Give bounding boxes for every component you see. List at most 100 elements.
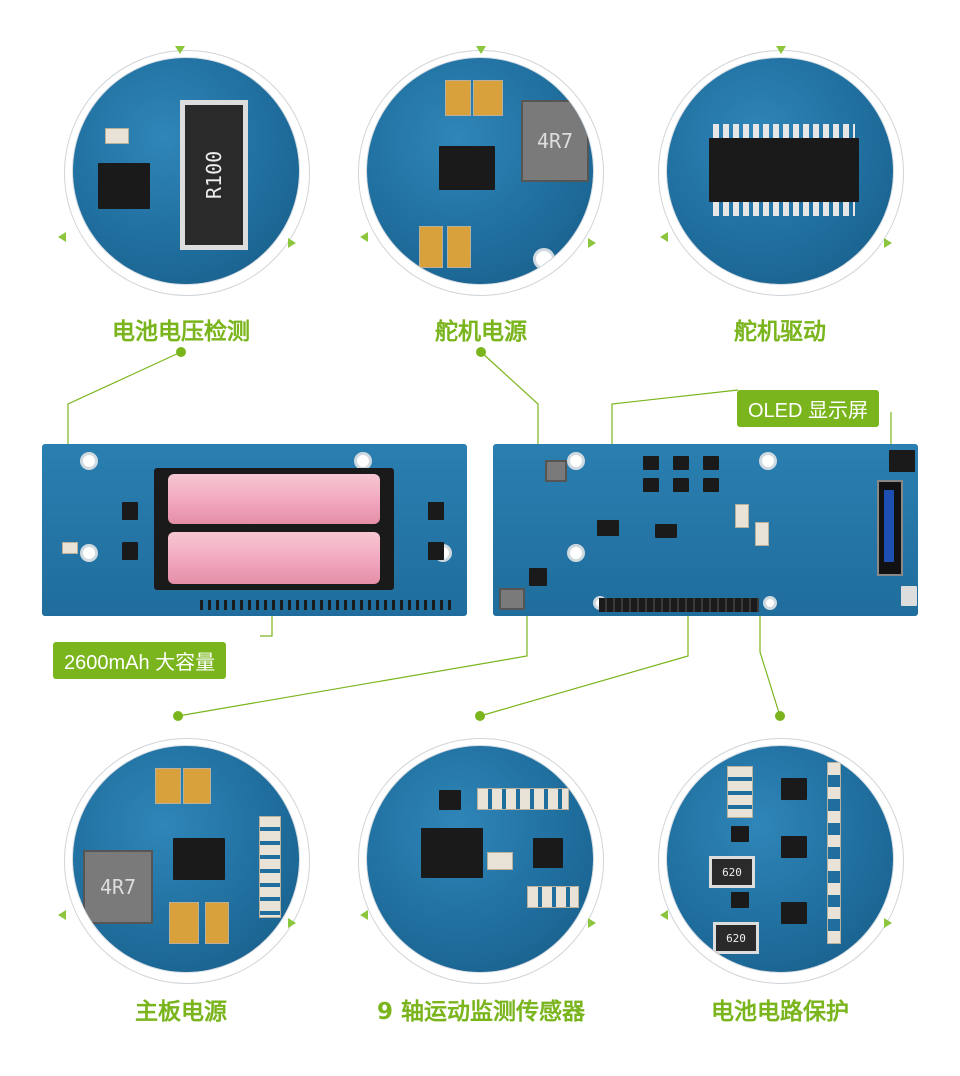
pin-header xyxy=(599,598,759,612)
power-jack xyxy=(889,450,915,472)
ic-chip xyxy=(421,828,483,878)
ic-chip xyxy=(173,838,225,880)
inductor-4r7-top: 4R7 xyxy=(521,100,589,182)
circle-battery-protection: 620 620 xyxy=(667,746,893,972)
triangle-marker xyxy=(288,238,296,248)
mount-hole xyxy=(759,452,777,470)
ic-chip xyxy=(673,456,689,470)
pointer-dot xyxy=(176,347,186,357)
ic-chip xyxy=(98,163,150,209)
inductor-4r7-bottom: 4R7 xyxy=(83,850,153,924)
ic-chip xyxy=(703,456,719,470)
power-switch xyxy=(901,586,917,606)
pin-header xyxy=(200,600,452,610)
badge-oled: OLED 显示屏 xyxy=(737,390,880,427)
label-servo-driver: 舵机驱动 xyxy=(734,319,826,345)
ic-chip xyxy=(731,826,749,842)
triangle-marker xyxy=(175,46,185,54)
board-battery xyxy=(42,444,467,616)
smd-part xyxy=(62,542,78,554)
resistor-620-b: 620 xyxy=(713,922,759,954)
triangle-marker xyxy=(288,918,296,928)
triangle-marker xyxy=(588,918,596,928)
resistor-array xyxy=(477,788,569,810)
ic-protection xyxy=(781,836,807,858)
triangle-marker xyxy=(58,232,66,242)
ic-chip xyxy=(703,478,719,492)
ic-chip xyxy=(731,892,749,908)
ic-chip xyxy=(597,520,619,536)
ring-imu xyxy=(358,738,604,984)
ic-chip xyxy=(643,456,659,470)
battery-cell-2 xyxy=(168,532,380,584)
label-voltage-detect: 电池电压检测 xyxy=(112,319,250,345)
circle-imu-sensor xyxy=(367,746,593,972)
oled-screen xyxy=(877,480,903,576)
resistor-array xyxy=(259,816,281,918)
triangle-marker xyxy=(776,46,786,54)
circle-main-power: 4R7 xyxy=(73,746,299,972)
ic-chip xyxy=(122,502,138,520)
triangle-marker xyxy=(588,238,596,248)
ic-protection xyxy=(781,902,807,924)
ic-chip xyxy=(643,478,659,492)
capacitor xyxy=(419,226,443,268)
ic-chip xyxy=(529,568,547,586)
resistor-column xyxy=(827,762,841,944)
capacitor xyxy=(169,902,199,944)
label-main-power: 主板电源 xyxy=(135,999,227,1025)
capacitor xyxy=(447,226,471,268)
mount-hole xyxy=(80,452,98,470)
ring-voltage xyxy=(64,50,310,296)
triangle-marker xyxy=(360,232,368,242)
inductor-small xyxy=(499,588,525,610)
ic-chip xyxy=(428,542,444,560)
triangle-marker xyxy=(884,238,892,248)
mount-hole xyxy=(567,452,585,470)
ic-regulator xyxy=(439,790,461,810)
capacitor xyxy=(473,80,503,116)
capacitor xyxy=(155,768,181,804)
capacitor xyxy=(445,80,471,116)
ic-chip xyxy=(122,542,138,560)
pointer-dot xyxy=(475,711,485,721)
ic-chip xyxy=(439,146,495,190)
pointer-dot xyxy=(173,711,183,721)
triangle-marker xyxy=(660,910,668,920)
label-battery-protection: 电池电路保护 xyxy=(711,999,849,1025)
circle-servo-power: 4R7 xyxy=(367,58,593,284)
ring-main-power xyxy=(64,738,310,984)
resistor-array xyxy=(727,766,753,818)
ic-chip xyxy=(428,502,444,520)
triangle-marker xyxy=(360,910,368,920)
badge-battery: 2600mAh 大容量 xyxy=(53,642,227,679)
ic-pins-top xyxy=(713,124,855,138)
ic-protection xyxy=(781,778,807,800)
ic-servo-driver xyxy=(709,138,859,202)
inductor-small xyxy=(545,460,567,482)
mount-hole xyxy=(80,544,98,562)
pointer-dot xyxy=(775,711,785,721)
triangle-marker xyxy=(660,232,668,242)
ic-imu xyxy=(655,524,677,538)
smd-part xyxy=(735,504,749,528)
smd-part xyxy=(105,128,129,144)
mount-hole xyxy=(533,248,555,270)
capacitor xyxy=(205,902,229,944)
mount-hole xyxy=(567,544,585,562)
triangle-marker xyxy=(476,46,486,54)
ring-protection xyxy=(658,738,904,984)
circle-servo-driver xyxy=(667,58,893,284)
label-imu-sensor: 9 轴运动监测传感器 xyxy=(376,999,586,1025)
ic-pins-bottom xyxy=(713,202,855,216)
oled-panel xyxy=(884,490,894,562)
resistor-array xyxy=(527,886,579,908)
capacitor xyxy=(183,768,211,804)
label-servo-power: 舵机电源 xyxy=(435,319,527,345)
smd-part xyxy=(755,522,769,546)
resistor-r100: R100 xyxy=(180,100,248,250)
triangle-marker xyxy=(884,918,892,928)
ic-chip xyxy=(673,478,689,492)
smd-part xyxy=(487,852,513,870)
triangle-marker xyxy=(58,910,66,920)
